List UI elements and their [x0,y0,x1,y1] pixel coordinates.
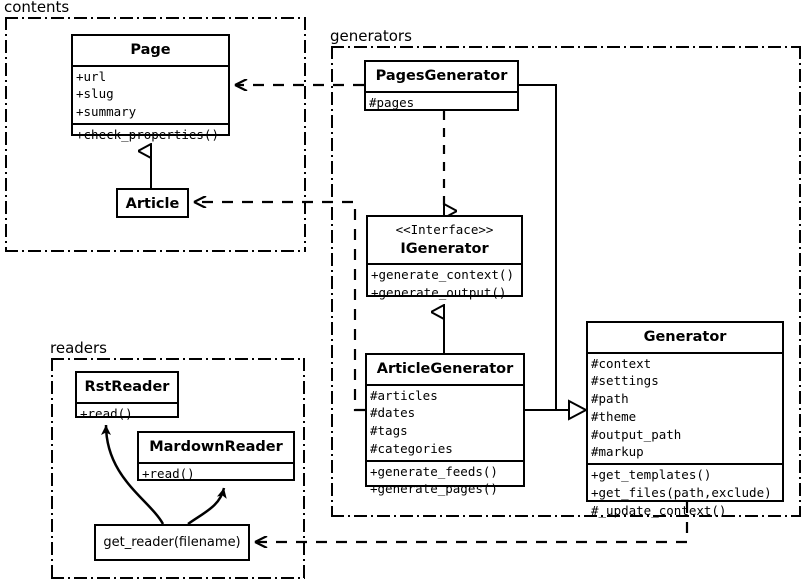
operation: #_update_context() [591,502,727,518]
attribute: #path [591,391,629,407]
attribute: #pages [369,94,415,110]
class-box-rstreader[interactable]: RstReader +read() [75,371,179,421]
operation: +generate_output() [371,285,507,301]
class-operations-igenerator: +generate_context() +generate_output() [368,263,521,304]
function-box-get-reader[interactable]: get_reader(filename) [94,524,250,561]
class-name-rstreader: RstReader [84,379,170,395]
attribute: #categories [370,440,453,456]
class-operations-generator: +get_templates() +get_files(path,exclude… [588,463,782,521]
class-attributes-pagesgenerator: #pages [366,90,517,114]
package-label-contents: contents [2,0,72,16]
operation: +generate_pages() [370,481,498,497]
class-name-mardownreader: MardownReader [149,439,283,455]
operation: +read() [80,405,133,421]
class-attributes-page: +url +slug +summary [73,64,228,123]
class-stereotype-igenerator: <<Interface>> [395,222,494,237]
class-attributes-generator: #context #settings #path #theme #output_… [588,351,782,464]
class-box-mardownreader[interactable]: MardownReader +read() [137,431,295,481]
class-operations-articlegenerator: +generate_feeds() +generate_pages() [367,459,523,501]
operation: +get_templates() [591,467,712,483]
class-box-page[interactable]: Page +url +slug +summary +check_properti… [71,34,230,142]
attribute: #articles [370,387,438,403]
attribute: +url [76,68,107,84]
attribute: #tags [370,423,408,439]
class-box-pagesgenerator[interactable]: PagesGenerator #pages [364,60,519,111]
class-box-generator[interactable]: Generator #context #settings #path #them… [586,321,784,518]
attribute: #output_path [591,426,682,442]
class-name-article: Article [125,196,180,212]
operation: +check_properties() [76,126,219,142]
class-box-articlegenerator[interactable]: ArticleGenerator #articles #dates #tags … [365,353,525,496]
class-name-igenerator: IGenerator [400,240,489,257]
attribute: #settings [591,373,659,389]
class-name-articlegenerator: ArticleGenerator [376,361,514,377]
class-operations-page: +check_properties() [73,122,228,146]
class-operations-rstreader: +read() [77,401,177,425]
class-name-generator: Generator [643,329,727,345]
attribute: #context [591,355,652,371]
package-label-readers: readers [48,339,109,357]
function-label-get-reader: get_reader(filename) [103,535,241,550]
operation: +generate_feeds() [370,463,498,479]
attribute: +slug [76,86,114,102]
attribute: #markup [591,444,644,460]
attribute: #theme [591,408,637,424]
class-box-article[interactable]: Article [116,188,189,218]
class-name-page: Page [130,42,171,58]
attribute: #dates [370,405,416,421]
operation: +read() [142,465,195,481]
class-operations-mardownreader: +read() [139,461,293,485]
class-box-igenerator[interactable]: <<Interface>> IGenerator +generate_conte… [366,215,523,300]
operation: +generate_context() [371,267,514,283]
attribute: +summary [76,104,137,120]
class-attributes-articlegenerator: #articles #dates #tags #categories [367,383,523,460]
class-name-pagesgenerator: PagesGenerator [375,68,508,84]
operation: +get_files(path,exclude) [591,484,772,500]
package-label-generators: generators [328,27,414,45]
